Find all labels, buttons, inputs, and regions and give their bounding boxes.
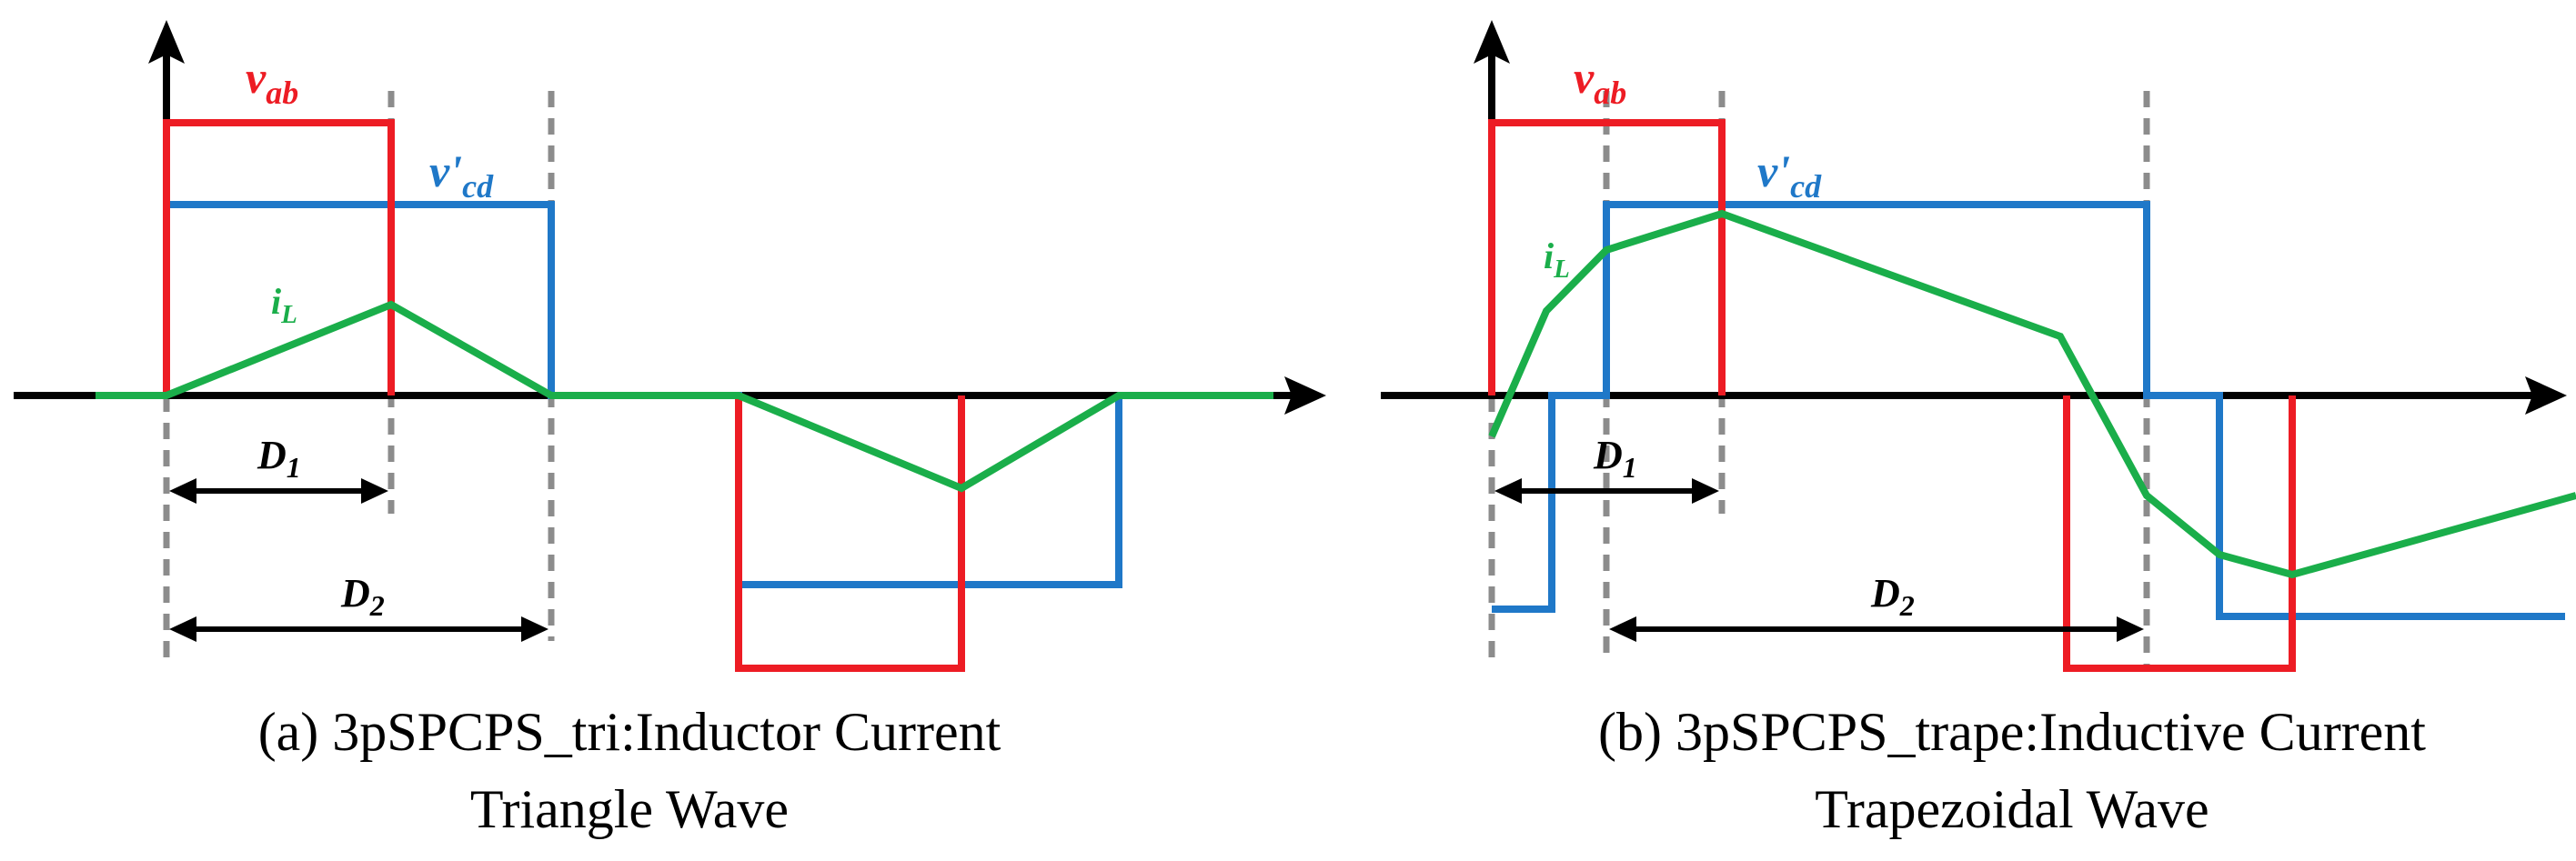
- y-axis-arrow-a: [148, 20, 185, 64]
- caption-b-line1: (b) 3pSPCPS_trape:Inductive Current: [1598, 702, 2426, 762]
- iL-label-b: iL: [1544, 235, 1570, 284]
- vcd-label-a: v'cd: [429, 145, 494, 205]
- vab-negative-pulse-b: [2063, 395, 2296, 672]
- vab-label-b: vab: [1574, 52, 1626, 111]
- d2-label-b: D2: [1870, 571, 1915, 622]
- panel-b: vab v'cd iL D1 D2 (b) 3pSPCPS_trape:Indu…: [1381, 20, 2576, 839]
- iL-waveform-a: [96, 300, 1273, 493]
- d1-label-a: D1: [257, 433, 301, 484]
- d1-label-b: D1: [1593, 433, 1637, 484]
- caption-a-line1: (a) 3pSPCPS_tri:Inductor Current: [258, 702, 1001, 762]
- vcd-label-b: v'cd: [1757, 145, 1822, 205]
- x-axis-arrow-b: [2525, 376, 2567, 415]
- vab-negative-pulse-a: [735, 395, 965, 672]
- d1-dimension-b: [1494, 478, 1719, 504]
- d2-label-a: D2: [340, 571, 385, 622]
- iL-waveform-b: [1488, 209, 2576, 579]
- x-axis-arrow-a: [1284, 376, 1326, 415]
- vab-label-a: vab: [246, 52, 298, 111]
- d2-dimension-b: [1609, 616, 2144, 642]
- d2-dimension-a: [169, 616, 548, 642]
- caption-b-line2: Trapezoidal Wave: [1815, 779, 2209, 839]
- vcd-waveform-b: [1492, 201, 2565, 620]
- y-axis-arrow-b: [1474, 20, 1510, 64]
- panel-a: vab v'cd iL D1 D2 (a) 3pSPCPS_tri:Induct…: [14, 20, 1326, 839]
- caption-a-line2: Triangle Wave: [470, 779, 789, 839]
- iL-label-a: iL: [271, 281, 297, 329]
- d1-dimension-a: [169, 478, 388, 504]
- vab-waveform-b: [1488, 119, 1726, 395]
- vab-waveform-a: [163, 119, 395, 395]
